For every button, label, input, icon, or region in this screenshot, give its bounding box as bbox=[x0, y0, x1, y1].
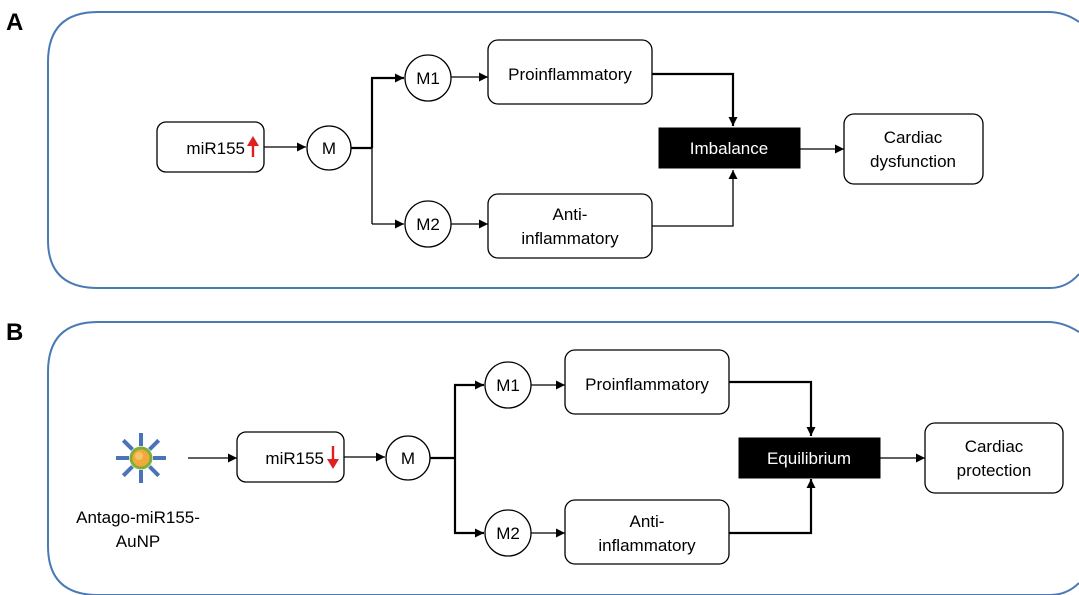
proinflammatory-label: Proinflammatory bbox=[508, 65, 632, 84]
cardiac-dysfunction-box-shape bbox=[843, 113, 984, 185]
m1-node-b: M1 bbox=[484, 361, 532, 409]
macrophage-node: M bbox=[306, 125, 352, 171]
nanoparticle-label-line2: AuNP bbox=[116, 532, 160, 551]
m1-label: M1 bbox=[416, 69, 440, 88]
antiinflammatory-label-line2: inflammatory bbox=[521, 229, 619, 248]
panel-a-border bbox=[47, 11, 1079, 289]
equilibrium-box: Equilibrium bbox=[738, 437, 881, 479]
antiinflammatory-box: Anti- inflammatory bbox=[487, 193, 653, 259]
cardiac-dysfunction-line2: dysfunction bbox=[870, 152, 956, 171]
antiinflammatory-box-b: Anti- inflammatory bbox=[564, 499, 730, 565]
m1-label-b: M1 bbox=[496, 376, 520, 395]
cardiac-dysfunction-box: Cardiac dysfunction bbox=[843, 113, 984, 185]
red-down-arrow-icon bbox=[327, 446, 339, 469]
panel-b: B Antago-miR155- AuNP miR155 bbox=[6, 319, 1079, 595]
m2-node-b: M2 bbox=[484, 509, 532, 557]
edge-pro-to-state bbox=[652, 72, 738, 126]
panel-b-label: B bbox=[6, 319, 23, 346]
cardiac-dysfunction-line1: Cardiac bbox=[884, 128, 943, 147]
gold-nanoparticle-icon bbox=[116, 433, 166, 483]
m2-label-b: M2 bbox=[496, 524, 520, 543]
macrophage-label-b: M bbox=[401, 449, 415, 468]
equilibrium-label: Equilibrium bbox=[767, 449, 851, 468]
nanoparticle-label-line1: Antago-miR155- bbox=[76, 508, 200, 527]
macrophage-node-b: M bbox=[385, 435, 431, 481]
cardiac-protection-line2: protection bbox=[957, 461, 1032, 480]
m1-circle bbox=[404, 54, 452, 102]
imbalance-box-shape bbox=[658, 127, 801, 169]
edge-anti-to-state-b bbox=[729, 479, 816, 535]
mirna-box: miR155 bbox=[156, 121, 265, 173]
cardiac-protection-box-shape bbox=[924, 422, 1064, 494]
edge-pro-to-state-b bbox=[729, 380, 816, 436]
antiinflammatory-label-line1: Anti- bbox=[553, 205, 588, 224]
antiinflammatory-label-b-line2: inflammatory bbox=[598, 536, 696, 555]
m2-node: M2 bbox=[404, 200, 452, 248]
imbalance-label: Imbalance bbox=[690, 139, 768, 158]
antiinflammatory-box-shape bbox=[487, 193, 653, 259]
red-up-arrow-icon bbox=[247, 136, 259, 157]
mirna-box-b: miR155 bbox=[236, 431, 345, 483]
m1-node: M1 bbox=[404, 54, 452, 102]
proinflammatory-label-b: Proinflammatory bbox=[585, 375, 709, 394]
imbalance-box: Imbalance bbox=[658, 127, 801, 169]
equilibrium-box-shape bbox=[738, 437, 881, 479]
proinflammatory-box: Proinflammatory bbox=[487, 39, 653, 105]
mirna-label: miR155 bbox=[186, 139, 245, 158]
proinflammatory-box-shape bbox=[487, 39, 653, 105]
cardiac-protection-box: Cardiac protection bbox=[924, 422, 1064, 494]
m2-label: M2 bbox=[416, 215, 440, 234]
antiinflammatory-label-b-line1: Anti- bbox=[630, 512, 665, 531]
panel-a: A miR155 M M1 M2 bbox=[6, 9, 1079, 289]
cardiac-protection-line1: Cardiac bbox=[965, 437, 1024, 456]
mirna-label-b: miR155 bbox=[265, 449, 324, 468]
panel-a-label: A bbox=[6, 9, 23, 36]
edge-anti-to-state bbox=[652, 170, 738, 227]
proinflammatory-box-b: Proinflammatory bbox=[564, 349, 730, 415]
macrophage-label: M bbox=[322, 139, 336, 158]
